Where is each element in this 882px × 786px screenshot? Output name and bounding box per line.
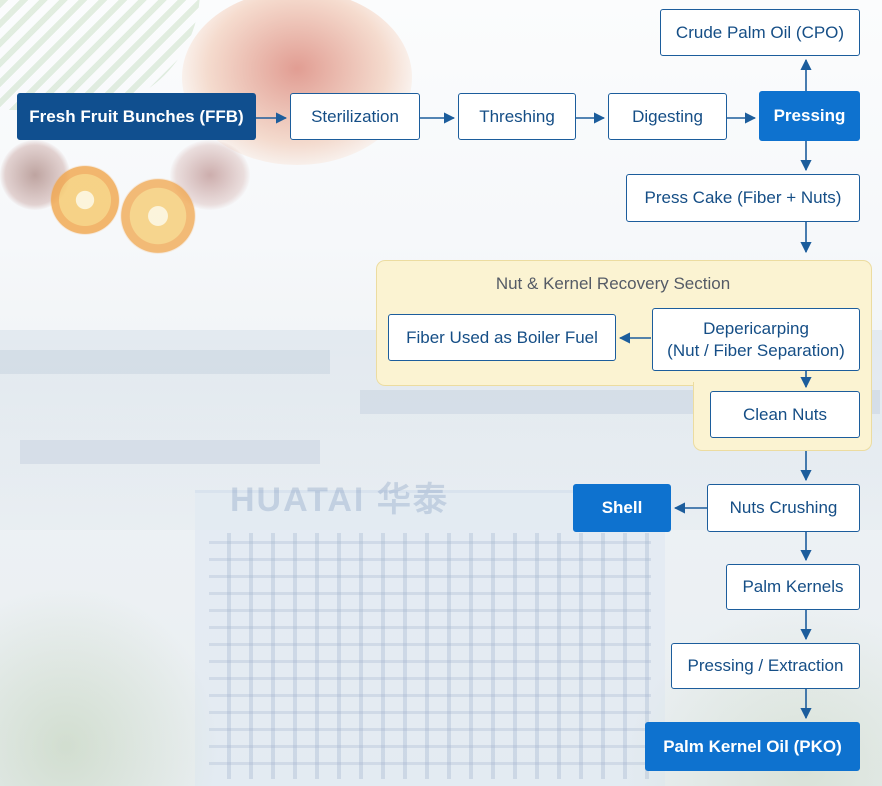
palm-fruit-cut-image — [120, 178, 196, 254]
node-cpo: Crude Palm Oil (CPO) — [660, 9, 860, 56]
node-fiber-boiler-fuel: Fiber Used as Boiler Fuel — [388, 314, 616, 361]
node-pressing-extraction: Pressing / Extraction — [671, 643, 860, 689]
office-building — [195, 490, 665, 786]
building-logo: HUATAI 华泰 — [230, 481, 449, 519]
node-nuts-crushing: Nuts Crushing — [707, 484, 860, 532]
node-clean-nuts: Clean Nuts — [710, 391, 860, 438]
node-sterilization: Sterilization — [290, 93, 420, 140]
depericarping-label: Depericarping — [703, 318, 809, 338]
depericarping-sublabel: (Nut / Fiber Separation) — [667, 340, 845, 360]
recovery-section-title: Nut & Kernel Recovery Section — [495, 274, 731, 293]
node-digesting: Digesting — [608, 93, 727, 140]
node-pko: Palm Kernel Oil (PKO) — [645, 722, 860, 771]
node-palm-kernels: Palm Kernels — [726, 564, 860, 610]
node-pressing: Pressing — [759, 91, 860, 141]
node-shell: Shell — [573, 484, 671, 532]
palm-fruit-cut-image — [50, 165, 120, 235]
node-ffb: Fresh Fruit Bunches (FFB) — [17, 93, 256, 140]
node-press-cake: Press Cake (Fiber + Nuts) — [626, 174, 860, 222]
node-depericarping: Depericarping (Nut / Fiber Separation) — [652, 308, 860, 371]
node-threshing: Threshing — [458, 93, 576, 140]
